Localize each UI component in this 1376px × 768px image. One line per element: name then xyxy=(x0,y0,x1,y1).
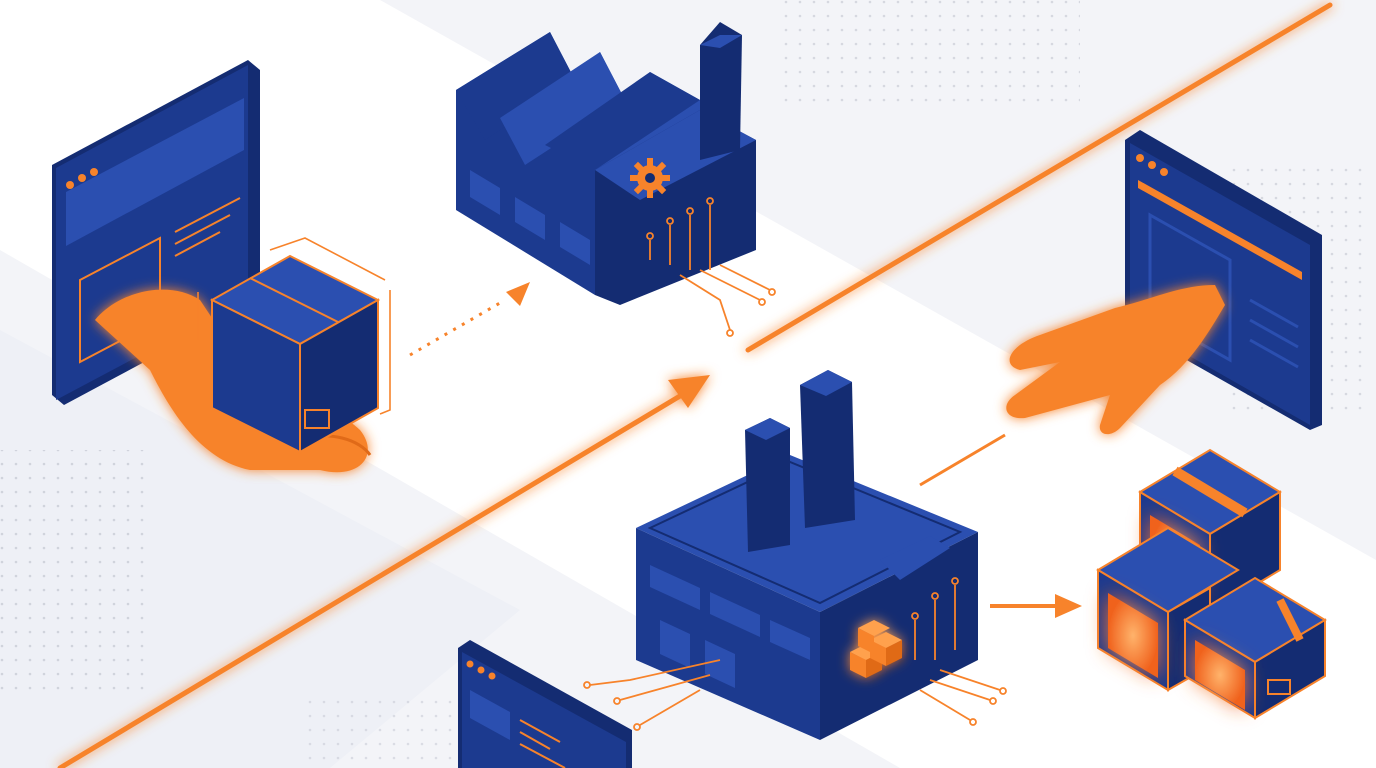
browser-window-bottom xyxy=(458,640,632,768)
gear-icon xyxy=(630,158,670,198)
box-stack xyxy=(1096,448,1327,720)
glowing-divider-line xyxy=(57,2,1333,768)
hand-holding-box xyxy=(95,237,530,473)
stack-box-right xyxy=(1183,576,1327,720)
reaching-hand xyxy=(919,285,1225,487)
browser-window-right xyxy=(1125,130,1322,430)
stack-box-left xyxy=(1096,526,1240,692)
factory-chimneys xyxy=(583,370,1082,740)
package-box xyxy=(209,254,381,454)
boxes-icon xyxy=(850,620,902,678)
